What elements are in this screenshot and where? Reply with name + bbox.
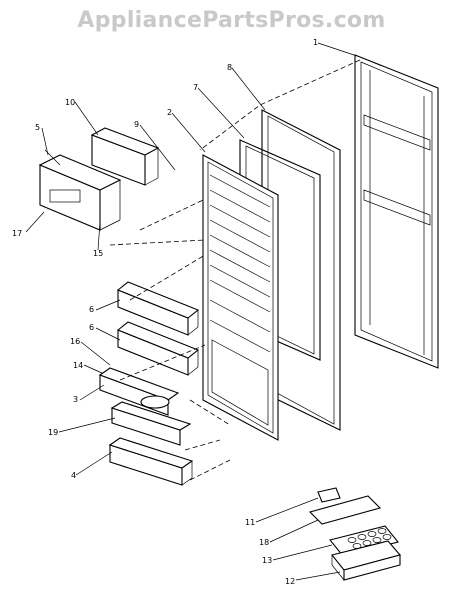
egg-insert [308,495,382,525]
egg-lid [317,487,341,503]
callout-6b: 6 [89,323,94,332]
watermark: AppliancePartsPros.com [77,8,386,33]
callout-13: 13 [262,556,272,565]
callout-18: 18 [259,538,269,547]
door-bin-4 [108,437,194,486]
callout-3: 3 [73,395,78,404]
door-shelf-lower [116,321,200,376]
callout-2: 2 [167,108,172,117]
callout-11: 11 [245,518,255,527]
outer-door-panel [354,54,439,369]
door-shelf-upper [116,281,200,336]
callout-9: 9 [134,120,139,129]
leader-lines [25,42,358,581]
dispenser-part [110,395,192,446]
callout-17: 17 [12,229,22,238]
egg-base [331,540,401,581]
callout-19: 19 [48,428,58,437]
callout-15: 15 [93,249,103,258]
connection-lines [109,59,361,481]
callout-16: 16 [70,337,80,346]
callout-1: 1 [313,38,318,47]
callout-5: 5 [35,123,40,132]
inner-door-liner [202,154,279,441]
callout-labels: 1 8 7 2 9 10 5 17 15 6 6 16 14 3 19 4 11… [12,38,318,586]
ice-bin-assembly [38,149,122,231]
ice-cover [90,127,160,186]
callout-10: 10 [65,98,75,107]
callout-7: 7 [193,83,198,92]
callout-4: 4 [71,471,76,480]
callout-12: 12 [285,577,295,586]
callout-14: 14 [73,361,83,370]
callout-8: 8 [227,63,232,72]
callout-6a: 6 [89,305,94,314]
egg-tray [329,525,399,557]
